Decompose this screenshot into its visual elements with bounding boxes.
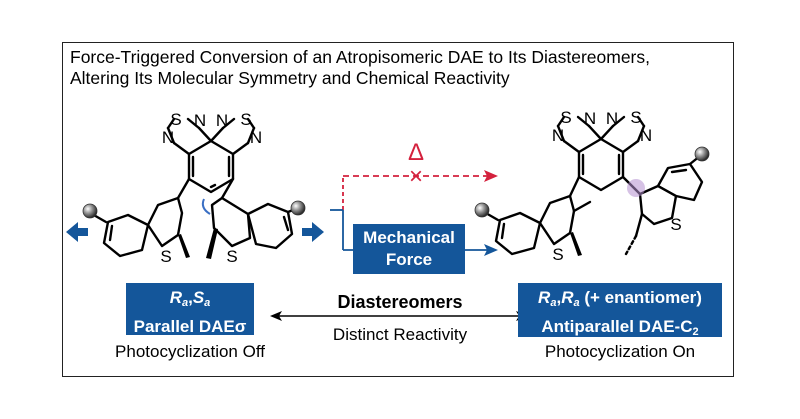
- right-stereo-descriptor: Ra,Ra (+ enantiomer): [518, 286, 722, 315]
- right-isomer-box: Ra,Ra (+ enantiomer) Antiparallel DAE-C2: [518, 283, 722, 338]
- atom-n: N: [216, 111, 228, 130]
- atom-s: S: [226, 247, 237, 266]
- enantiomer-note: (+ enantiomer): [579, 288, 702, 307]
- atom-s: S: [170, 110, 181, 129]
- title-line-1: Force-Triggered Conversion of an Atropis…: [70, 47, 650, 67]
- atom-s: S: [670, 215, 681, 234]
- left-molecule: [90, 117, 300, 258]
- relation-bottom-label: Distinct Reactivity: [332, 325, 468, 344]
- c2-subscript: 2: [692, 326, 699, 338]
- right-atom-labels: S N N N S N S S: [552, 108, 682, 264]
- right-molecule: [482, 115, 704, 256]
- force-arrowhead: [484, 244, 498, 256]
- left-isomer-name: Parallel DAEσ: [133, 317, 247, 336]
- right-isomer-name-main: Antiparallel DAE-C: [541, 317, 693, 336]
- atom-s: S: [630, 108, 641, 127]
- atom-n: N: [640, 126, 652, 145]
- right-ball-right: [694, 146, 710, 162]
- left-ball-right: [290, 200, 306, 216]
- figure-frame: [62, 42, 734, 377]
- stereo-sub: a: [204, 297, 211, 309]
- atom-n: N: [584, 109, 596, 128]
- mechanical-force-line-2: Force: [385, 250, 433, 269]
- title-line-2: Altering Its Molecular Symmetry and Chem…: [70, 68, 510, 88]
- right-ball-left: [474, 202, 490, 218]
- left-caption: Photocyclization Off: [115, 342, 265, 361]
- pull-arrow-right: [302, 222, 324, 242]
- mechanical-force-box: Mechanical Force: [353, 224, 465, 274]
- figure-title: Force-Triggered Conversion of an Atropis…: [70, 47, 730, 89]
- heat-path: [342, 175, 488, 210]
- heat-symbol: Δ: [408, 139, 424, 166]
- stereo-r: R: [538, 288, 551, 307]
- stereo-sub: a: [181, 297, 189, 309]
- stereo-r: R: [561, 288, 574, 307]
- atom-s: S: [552, 245, 563, 264]
- right-caption: Photocyclization On: [544, 342, 696, 361]
- relation-arrowhead-left: [270, 311, 282, 321]
- atom-s: S: [160, 247, 171, 266]
- right-isomer-name: Antiparallel DAE-C2: [518, 315, 722, 344]
- heat-arrowhead: [484, 170, 498, 182]
- atom-n: N: [162, 128, 174, 147]
- left-atom-labels: S N N N S N S S: [160, 110, 262, 266]
- left-stereo-descriptor: Ra,Sa: [126, 286, 254, 315]
- pull-arrow-left: [66, 222, 88, 242]
- atom-s: S: [560, 108, 571, 127]
- stereo-sub: a: [573, 297, 580, 309]
- stereo-r: R: [169, 288, 182, 307]
- left-ball-left: [82, 203, 98, 219]
- blocked-mark: ×: [409, 163, 423, 190]
- atom-n: N: [552, 126, 564, 145]
- atom-n: N: [194, 111, 206, 130]
- stereo-sub: a: [550, 297, 557, 309]
- atom-n: N: [250, 128, 262, 147]
- bond-highlight: [627, 179, 645, 197]
- stereo-comma: ,: [188, 288, 193, 307]
- stereo-comma: ,: [556, 288, 562, 307]
- mechanical-force-line-1: Mechanical: [363, 228, 455, 247]
- relation-top-label: Diastereomers: [337, 292, 463, 312]
- stereo-s: S: [192, 288, 205, 307]
- left-isomer-box: Ra,Sa Parallel DAEσ: [126, 283, 254, 336]
- atom-n: N: [606, 109, 618, 128]
- atom-s: S: [240, 110, 251, 129]
